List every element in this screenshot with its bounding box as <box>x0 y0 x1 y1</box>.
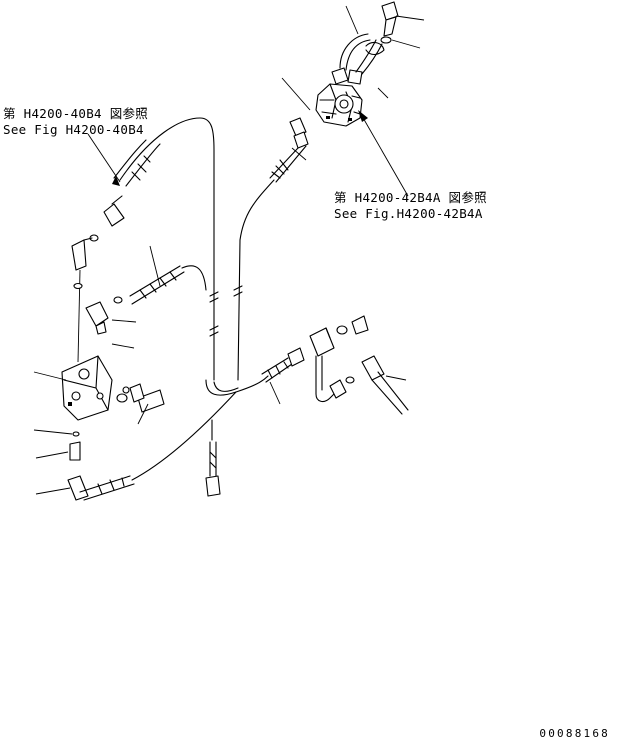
reference-left-jp: 第 H4200-40B4 図参照 <box>3 106 149 121</box>
reference-right-en: See Fig.H4200-42B4A <box>334 206 483 221</box>
reference-note-right: 第 H4200-42B4A 図参照 See Fig.H4200-42B4A <box>334 190 487 222</box>
return-hose <box>206 316 408 496</box>
reference-note-left: 第 H4200-40B4 図参照 See Fig H4200-40B4 <box>3 106 148 138</box>
drawing-number: 00088168 <box>539 727 610 740</box>
reference-left-en: See Fig H4200-40B4 <box>3 122 144 137</box>
pump-assembly <box>282 2 424 196</box>
control-valve <box>34 238 236 500</box>
delivery-hose <box>88 118 218 380</box>
reference-right-jp: 第 H4200-42B4A 図参照 <box>334 190 487 205</box>
suction-hose <box>234 118 308 380</box>
